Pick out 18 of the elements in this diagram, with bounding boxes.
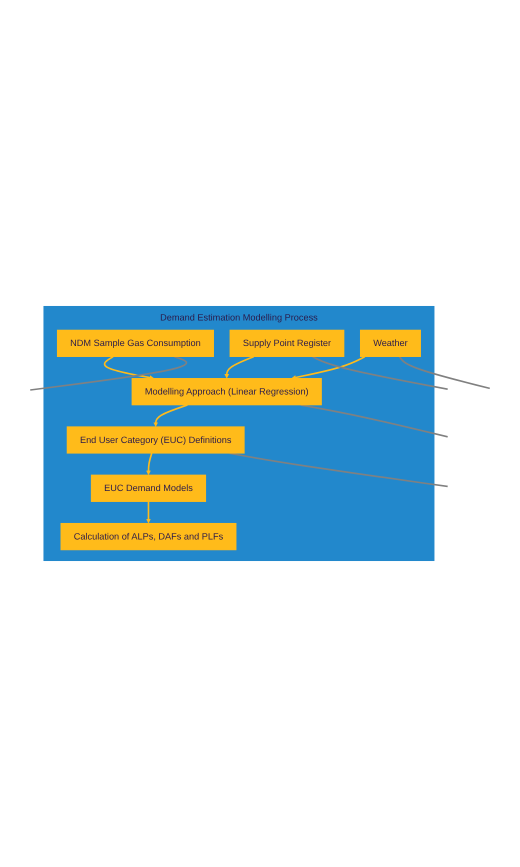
connector (312, 356, 448, 390)
node-box: End User Category (EUC) Definitions (66, 426, 245, 454)
arrow (104, 356, 154, 380)
connector (398, 356, 490, 390)
node-box: EUC Demand Models (90, 474, 206, 502)
connector (300, 404, 448, 438)
node-box: Calculation of ALPs, DAFs and PLFs (60, 522, 236, 550)
node-box: Supply Point Register (230, 330, 344, 357)
node-box: Weather (360, 330, 421, 357)
arrow (153, 404, 188, 427)
node-box: NDM Sample Gas Consumption (56, 330, 214, 357)
arrow (224, 356, 254, 379)
node-box: Modelling Approach (Linear Regression) (132, 378, 322, 406)
connector (230, 452, 448, 488)
connector (30, 356, 188, 391)
arrow (146, 453, 152, 476)
arrow (291, 356, 366, 380)
arrow (146, 502, 151, 524)
